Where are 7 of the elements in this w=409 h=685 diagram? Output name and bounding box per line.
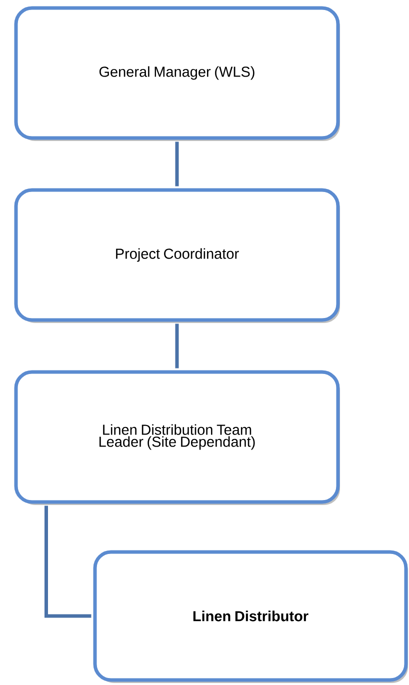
connector-line xyxy=(175,324,179,368)
connector-line xyxy=(44,506,92,618)
role-box: Linen Distribution Team Leader (Site Dependant) xyxy=(14,370,340,505)
role-box: General Manager (WLS) xyxy=(14,6,340,141)
role-box: Linen Distributor xyxy=(93,550,408,683)
connector-line xyxy=(175,142,179,186)
role-box: Project Coordinator xyxy=(14,188,340,323)
